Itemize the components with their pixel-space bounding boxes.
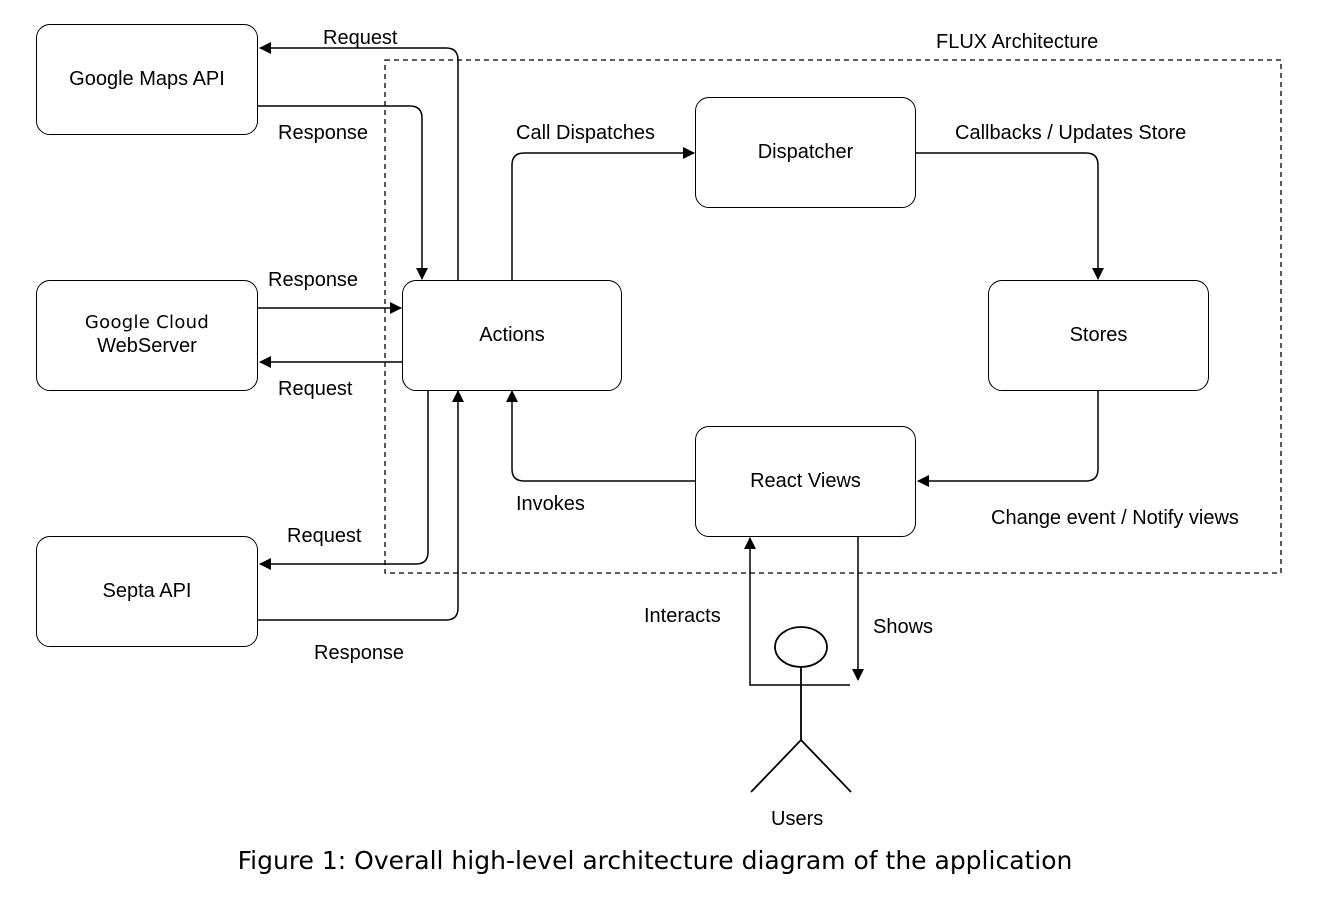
actions-label: Actions	[479, 324, 545, 346]
shows-label: Shows	[873, 616, 934, 638]
google-maps-api-node: Google Maps API	[36, 24, 258, 135]
call-dispatches-arrow	[511, 147, 695, 281]
septa-api-label: Septa API	[102, 580, 192, 602]
septa-response-label: Response	[314, 642, 405, 664]
flux-boundary	[384, 59, 1282, 574]
figure-caption: Figure 1: Overall high-level architectur…	[237, 846, 1073, 875]
google-cloud-label: Google Cloud	[84, 311, 210, 333]
cloud-request-label: Request	[278, 378, 353, 400]
dispatcher-label: Dispatcher	[757, 141, 854, 163]
invokes-label: Invokes	[516, 493, 585, 515]
react-views-label: React Views	[750, 470, 861, 492]
interacts-label: Interacts	[644, 605, 721, 627]
maps-request-label: Request	[323, 27, 398, 49]
interacts-arrow	[744, 537, 850, 686]
septa-response-arrow	[258, 390, 464, 621]
callbacks-arrow	[916, 152, 1104, 280]
callbacks-label: Callbacks / Updates Store	[955, 122, 1187, 144]
septa-request-label: Request	[287, 525, 362, 547]
maps-response-label: Response	[278, 122, 369, 144]
dispatcher-node: Dispatcher	[695, 97, 916, 208]
invokes-arrow	[506, 390, 696, 482]
flux-architecture-title: FLUX Architecture	[936, 31, 1099, 53]
septa-request-arrow	[259, 391, 429, 570]
actions-node: Actions	[402, 280, 622, 391]
google-cloud-webserver-node: Google Cloud WebServer	[36, 280, 258, 391]
call-dispatches-label: Call Dispatches	[516, 122, 655, 144]
change-event-arrow	[917, 391, 1099, 487]
stores-node: Stores	[988, 280, 1209, 391]
cloud-response-label: Response	[268, 269, 359, 291]
septa-api-node: Septa API	[36, 536, 258, 647]
webserver-label: WebServer	[97, 335, 197, 358]
users-label: Users	[771, 808, 824, 830]
maps-request-arrow	[259, 42, 459, 281]
maps-response-arrow	[258, 105, 428, 280]
change-event-label: Change event / Notify views	[991, 507, 1239, 529]
google-maps-api-label: Google Maps API	[69, 68, 225, 90]
stores-label: Stores	[1069, 324, 1128, 346]
user-figure-icon	[750, 626, 852, 793]
react-views-node: React Views	[695, 426, 916, 537]
